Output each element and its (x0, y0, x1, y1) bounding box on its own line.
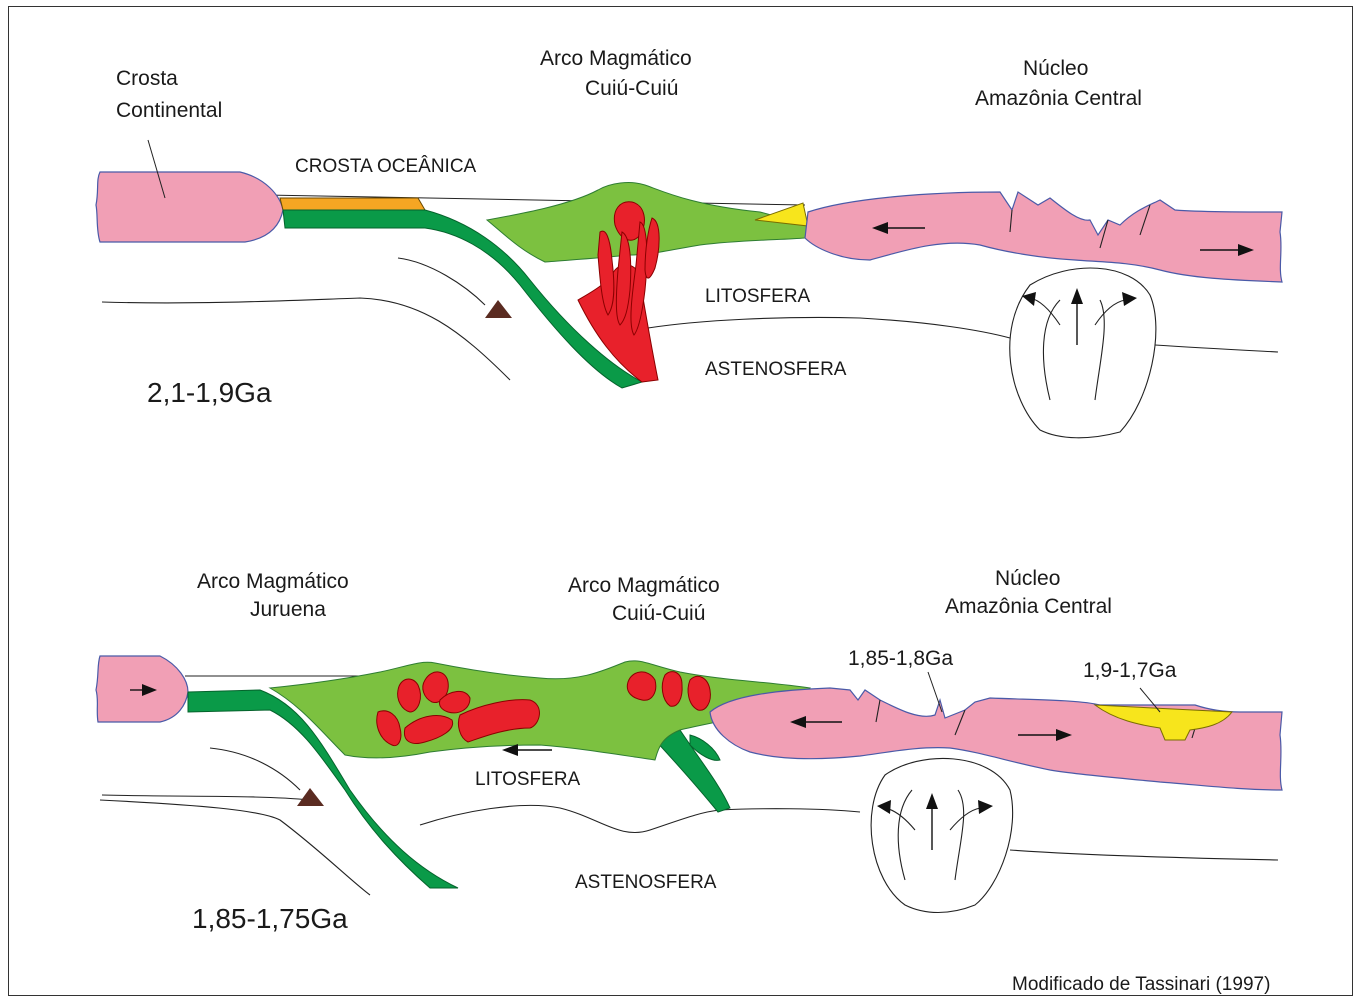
lithosphere-boundary-left (102, 298, 510, 380)
convection-cell-outer-bottom (871, 758, 1013, 912)
label-astenosfera-top: ASTENOSFERA (705, 359, 847, 380)
lithosphere-boundary-bottom-left (102, 795, 310, 800)
continental-crust-right (805, 192, 1282, 282)
label-arco-cuiu-2: Cuiú-Cuiú (585, 77, 678, 100)
flow-line-bottom-left (100, 800, 370, 895)
credit-text: Modificado de Tassinari (1997) (1012, 974, 1270, 995)
label-age-top: 2,1-1,9Ga (147, 377, 272, 408)
continental-crust-right-bottom (710, 688, 1282, 790)
lithosphere-boundary-right (648, 317, 1010, 338)
label-nucleo-bottom-1: Núcleo (995, 567, 1060, 590)
label-litosfera-top: LITOSFERA (705, 286, 811, 307)
granitoid-cuiu-2 (662, 672, 682, 707)
label-age-rift-1: 1,85-1,8Ga (848, 647, 953, 670)
label-nucleo-bottom-2: Amazônia Central (945, 595, 1112, 618)
upwelling-arrows-bottom (877, 793, 993, 850)
subduction-direction-marker-top (485, 300, 512, 318)
label-nucleo-2: Amazônia Central (975, 87, 1142, 110)
label-nucleo-1: Núcleo (1023, 57, 1088, 80)
granitoid-cuiu-1 (627, 672, 655, 700)
bottom-panel: Arco Magmático Juruena Arco Magmático Cu… (96, 567, 1282, 934)
lithosphere-boundary-far-right (1155, 345, 1278, 352)
flow-line-bottom-top (210, 748, 300, 790)
label-arco-juruena-1: Arco Magmático (197, 570, 349, 593)
label-arco-cuiu-1: Arco Magmático (540, 47, 692, 70)
label-astenosfera-bottom: ASTENOSFERA (575, 872, 717, 893)
oceanic-crust (280, 198, 425, 210)
flow-line-left (398, 258, 485, 305)
leader-rift-age (928, 672, 942, 712)
continental-crust-left (96, 172, 283, 242)
label-crosta-oceanica: CROSTA OCEÂNICA (295, 155, 477, 177)
label-arco-cuiu-bottom-2: Cuiú-Cuiú (612, 602, 705, 625)
upwelling-arrows-top (1022, 288, 1137, 345)
label-age-bottom: 1,85-1,75Ga (192, 903, 348, 934)
label-age-rift-2: 1,9-1,7Ga (1083, 659, 1177, 682)
top-panel: Crosta Continental Arco Magmático Cuiú-C… (96, 47, 1282, 438)
label-arco-juruena-2: Juruena (250, 598, 326, 621)
label-arco-cuiu-bottom-1: Arco Magmático (568, 574, 720, 597)
lithosphere-boundary-bottom-right (1010, 850, 1278, 860)
label-litosfera-bottom: LITOSFERA (475, 769, 581, 790)
label-crosta-continental-2: Continental (116, 99, 222, 122)
subduction-direction-marker-bottom (297, 788, 324, 806)
lithosphere-boundary-bottom-mid (420, 805, 860, 832)
label-crosta-continental-1: Crosta (116, 67, 178, 90)
